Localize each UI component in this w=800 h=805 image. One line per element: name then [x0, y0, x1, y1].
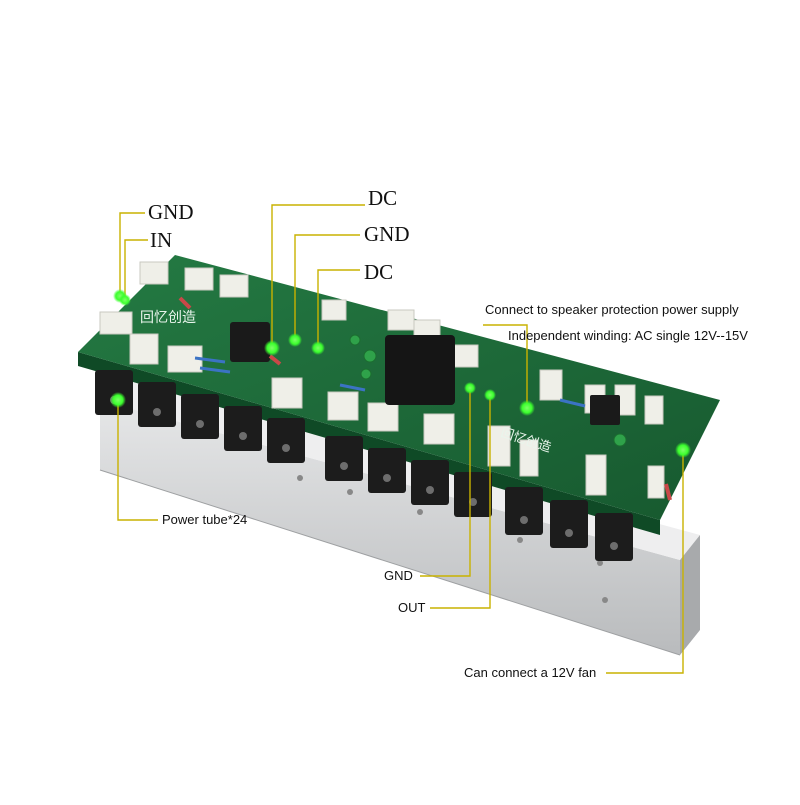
marker-dots — [110, 289, 691, 458]
label-fan: Can connect a 12V fan — [464, 665, 597, 680]
label-gnd-input: GND — [148, 200, 194, 224]
label-speaker-protection: Connect to speaker protection power supp… — [485, 302, 739, 317]
label-gnd-output: GND — [384, 568, 413, 583]
label-input: IN — [150, 228, 173, 252]
label-gnd-power: GND — [364, 222, 410, 246]
leader-lines — [117, 204, 684, 674]
brand-silkscreen-left: 回忆创造 — [140, 310, 196, 326]
label-dc-lower: DC — [364, 260, 394, 284]
label-output: OUT — [398, 600, 426, 615]
relay — [385, 335, 455, 405]
label-dc-top: DC — [368, 186, 398, 210]
label-independent-winding: Independent winding: AC single 12V--15V — [508, 328, 748, 343]
label-power-tube: Power tube*24 — [162, 512, 248, 527]
rectifier — [230, 322, 270, 362]
power-transistors — [95, 370, 633, 561]
